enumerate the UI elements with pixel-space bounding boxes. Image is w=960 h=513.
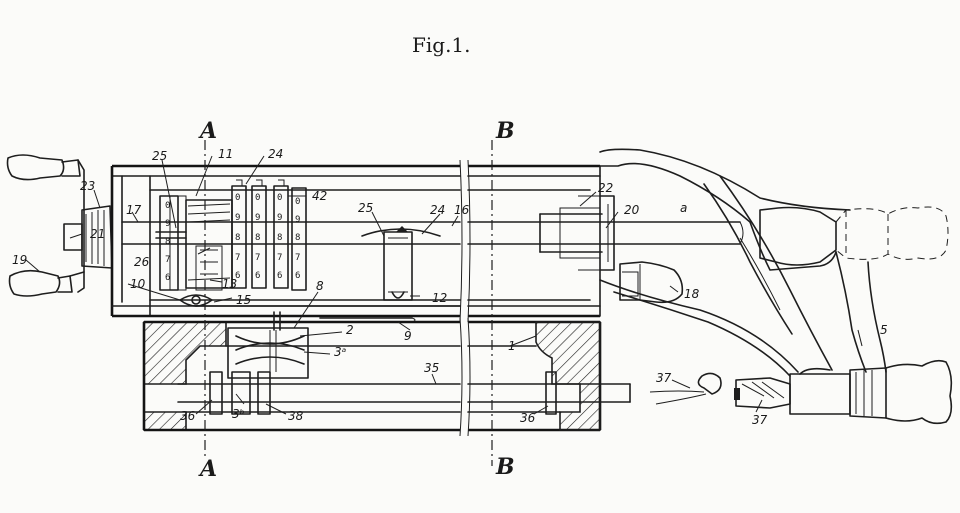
wheel-5-digit-0: 0 — [295, 197, 300, 207]
label-15: 15 — [236, 293, 251, 307]
label-18: 18 — [684, 287, 700, 301]
label-23: 23 — [80, 179, 95, 193]
label-5: 5 — [880, 323, 888, 337]
wheel-3-digit-9: 9 — [255, 213, 260, 223]
number-wheels: 0 9 8 7 6 0 9 8 7 6 0 9 8 7 6 0 — [159, 179, 307, 291]
label-9: 9 — [404, 329, 412, 343]
label-10: 10 — [130, 277, 146, 291]
wheel-4-digit-6: 6 — [277, 271, 282, 281]
slide-carriage-12 — [361, 226, 441, 301]
lower-frame — [142, 311, 631, 437]
section-a-top-label: A — [198, 118, 217, 144]
number-wheel-1: 0 9 8 7 6 — [159, 195, 179, 291]
label-22: 22 — [598, 181, 613, 195]
wheel-3-digit-0: 0 — [255, 193, 260, 203]
wheel-2-digit-6: 6 — [235, 271, 240, 281]
label-11: 11 — [218, 147, 233, 161]
figure-title: Fig.1. — [412, 33, 471, 57]
left-crank-handle — [6, 154, 113, 297]
wheel-3-digit-7: 7 — [255, 253, 260, 263]
wheel-3-digit-8: 8 — [255, 233, 260, 243]
wheel-1-digit-6: 6 — [165, 273, 170, 283]
label-21: 21 — [90, 227, 105, 241]
label-24-left: 24 — [268, 147, 283, 161]
label-12: 12 — [432, 291, 447, 305]
section-b-bottom-label: B — [495, 454, 515, 480]
label-42: 42 — [312, 189, 327, 203]
label-24-right: 24 — [430, 203, 445, 217]
number-wheel-5: 0 9 8 7 6 — [291, 187, 307, 291]
label-37-left: 37 — [656, 371, 672, 385]
wheel-1-digit-9: 9 — [165, 219, 170, 229]
label-13: 13 — [222, 277, 237, 291]
number-wheel-3: 0 9 8 7 6 — [251, 179, 267, 289]
wheel-2-digit-7: 7 — [235, 253, 240, 263]
section-b-top-label: B — [495, 118, 515, 144]
label-36-left: 36 — [180, 409, 196, 423]
label-35: 35 — [424, 361, 439, 375]
number-wheel-4: 0 9 8 7 6 — [273, 179, 289, 289]
drill-attachment-37 — [649, 372, 791, 409]
dashed-head-outline — [835, 206, 949, 260]
label-1: 1 — [508, 339, 516, 353]
wheel-5-digit-6: 6 — [295, 271, 300, 281]
number-wheel-2: 0 9 8 7 6 — [231, 179, 247, 289]
label-25-left: 25 — [152, 149, 167, 163]
label-3a: 3ᵃ — [334, 345, 347, 359]
label-36-right: 36 — [520, 411, 536, 425]
wheel-2-digit-8: 8 — [235, 233, 240, 243]
label-17: 17 — [126, 203, 142, 217]
label-38: 38 — [288, 409, 304, 423]
wheel-4-digit-0: 0 — [277, 193, 282, 203]
wheel-4-digit-8: 8 — [277, 233, 282, 243]
wheel-5-digit-7: 7 — [295, 253, 300, 263]
wheel-5-digit-9: 9 — [295, 215, 300, 225]
label-a: a — [680, 201, 687, 215]
section-a-bottom-label: A — [198, 456, 217, 482]
rods-15-9 — [195, 305, 461, 323]
reference-labels: 23 21 19 17 25 11 24 42 26 10 13 15 8 2 … — [12, 147, 888, 427]
pivot-20-22 — [599, 195, 615, 271]
label-25-right: 25 — [358, 201, 373, 215]
label-37-right: 37 — [752, 413, 768, 427]
wheel-2-digit-9: 9 — [235, 213, 240, 223]
side-knob-18 — [619, 261, 684, 304]
wheel-4-digit-9: 9 — [277, 213, 282, 223]
label-16: 16 — [454, 203, 470, 217]
wheel-1-digit-0: 0 — [165, 201, 170, 211]
label-2: 2 — [346, 323, 354, 337]
wheel-4-digit-7: 7 — [277, 253, 282, 263]
lower-handle — [789, 359, 953, 425]
wheel-1-digit-7: 7 — [165, 255, 170, 265]
upper-housing — [110, 159, 601, 323]
label-19: 19 — [12, 253, 27, 267]
wheel-1-digit-8: 8 — [165, 237, 170, 247]
wheel-5-digit-8: 8 — [295, 233, 300, 243]
label-8: 8 — [316, 279, 324, 293]
leader-lines — [25, 155, 863, 415]
wheel-3-digit-6: 6 — [255, 271, 260, 281]
label-3b: 3ᵇ — [232, 407, 245, 421]
label-26: 26 — [134, 255, 150, 269]
label-20: 20 — [624, 203, 640, 217]
wheel-2-digit-0: 0 — [235, 193, 240, 203]
